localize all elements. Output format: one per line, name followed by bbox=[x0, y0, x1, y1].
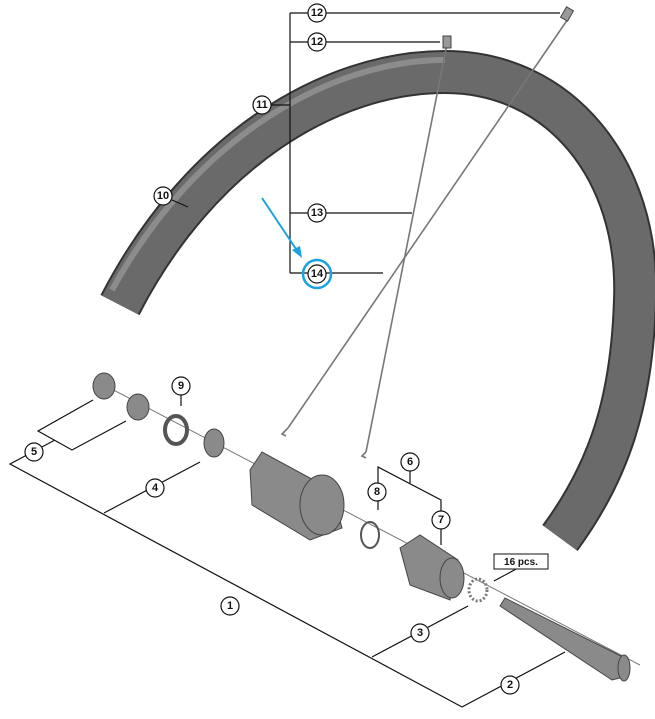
highlight-arrow bbox=[261, 197, 333, 290]
highlight-circle bbox=[301, 258, 333, 290]
callout-13[interactable]: 13 bbox=[307, 203, 327, 223]
callout-12b[interactable]: 12 bbox=[307, 32, 327, 52]
callout-label: 4 bbox=[152, 482, 159, 494]
callout-label: 14 bbox=[311, 268, 324, 280]
callout-label: 1 bbox=[227, 600, 233, 612]
hub-parts bbox=[92, 372, 631, 682]
callout-label: 5 bbox=[31, 446, 37, 458]
callout-14[interactable]: 14 bbox=[307, 264, 327, 284]
callout-label: 12 bbox=[311, 36, 323, 48]
callout-label: 8 bbox=[374, 486, 380, 498]
callout-label: 10 bbox=[157, 190, 169, 202]
callout-3[interactable]: 3 bbox=[410, 623, 430, 643]
spokes bbox=[280, 6, 575, 459]
callout-label: 7 bbox=[438, 514, 444, 526]
callout-6[interactable]: 6 bbox=[400, 452, 420, 472]
callout-label: 3 bbox=[417, 627, 423, 639]
callout-label: 9 bbox=[178, 380, 184, 392]
nipple-part bbox=[442, 35, 452, 49]
callout-10[interactable]: 10 bbox=[153, 186, 173, 206]
callout-1[interactable]: 1 bbox=[220, 596, 240, 616]
callout-2[interactable]: 2 bbox=[500, 675, 520, 695]
callout-11[interactable]: 11 bbox=[252, 95, 272, 115]
callout-label: 2 bbox=[507, 679, 513, 691]
callout-7[interactable]: 7 bbox=[431, 510, 451, 530]
callout-8[interactable]: 8 bbox=[367, 482, 387, 502]
callout-label: 6 bbox=[407, 456, 413, 468]
rim bbox=[100, 49, 655, 552]
callout-12a[interactable]: 12 bbox=[307, 3, 327, 23]
callout-9[interactable]: 9 bbox=[171, 376, 191, 396]
callout-5[interactable]: 5 bbox=[24, 442, 44, 462]
quantity-label: 16 pcs. bbox=[504, 557, 538, 568]
quantity-note: 16 pcs. bbox=[493, 553, 549, 570]
callout-label: 12 bbox=[311, 7, 323, 19]
callout-4[interactable]: 4 bbox=[145, 478, 165, 498]
callout-label: 13 bbox=[311, 207, 323, 219]
callout-label: 11 bbox=[256, 99, 268, 111]
nipple-part bbox=[559, 6, 575, 22]
